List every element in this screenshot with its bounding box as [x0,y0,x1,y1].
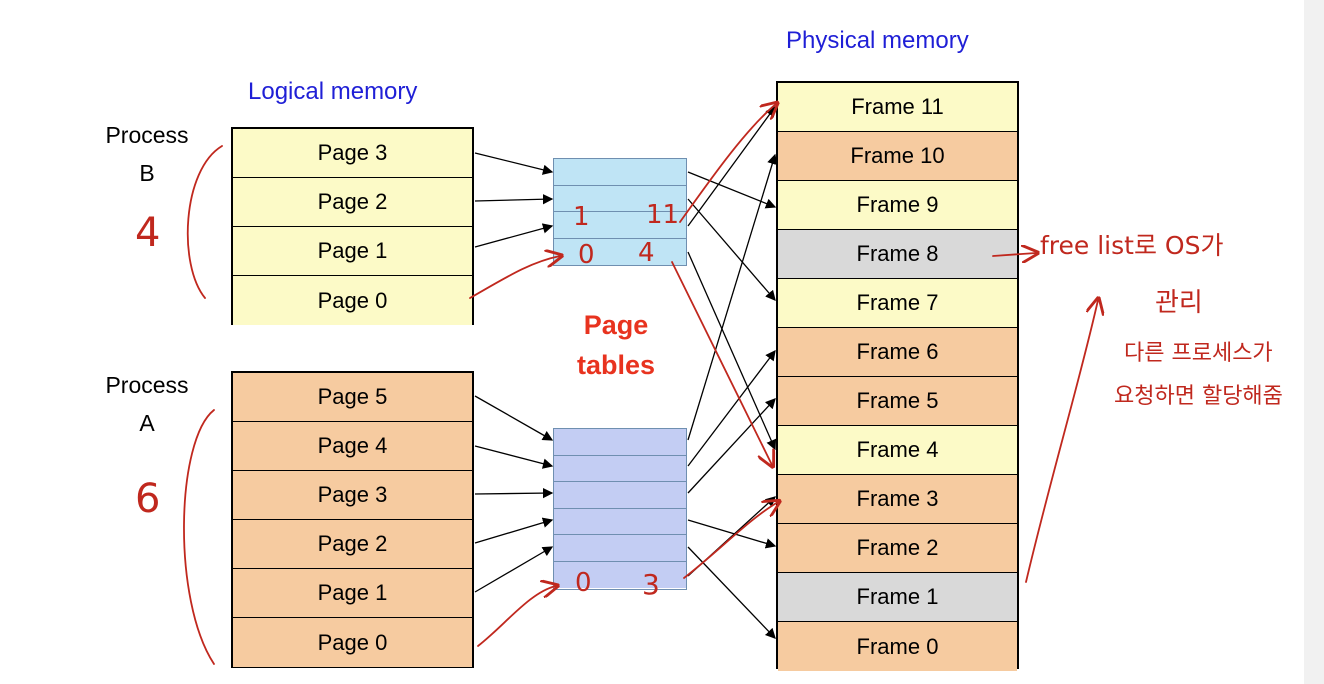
bracket-a [183,409,215,665]
red-arrow-b-to-frame11 [679,104,776,223]
b-row0-annotation: 0 [578,240,595,270]
process-b-label: Process B [92,116,202,192]
physical-frame-8: Frame 3 [778,475,1017,524]
process-a-page-table-row-5 [554,561,686,588]
arrow-apt-to-frame2 [687,519,777,549]
note-line4: 요청하면 할당해줌 [1114,384,1283,409]
arrow-a-page1 [474,546,554,593]
physical-frame-3: Frame 8 [778,230,1017,279]
process-b-page-1: Page 2 [233,178,472,227]
process-a-page-0: Page 5 [233,373,472,422]
process-b-page-3: Page 0 [233,276,472,325]
arrow-b-page2 [474,194,554,205]
bracket-b [186,145,223,299]
arrow-bpt-to-frame11 [687,105,776,227]
process-a-label-line1: Process [105,372,189,398]
physical-frame-4: Frame 7 [778,279,1017,328]
arrow-bpt-to-frame9 [687,171,777,209]
arrow-bpt-to-frame4 [687,251,777,451]
process-b-page-table-row-3 [554,238,686,265]
arrow-apt-to-frame6 [687,349,776,467]
arrow-apt-to-frame10 [687,153,778,441]
red-arrow-a-page0 [477,586,556,647]
note-line3: 다른 프로세스가 [1124,341,1273,366]
process-b-label-line1: Process [105,122,189,148]
physical-frame-1: Frame 10 [778,132,1017,181]
physical-frame-0: Frame 11 [778,83,1017,132]
physical-memory-title: Physical memory [786,27,969,54]
process-b-page-table-row-2 [554,212,686,239]
process-b-page-table-row-1 [554,185,686,212]
process-a-page-5: Page 0 [233,618,472,667]
count-b-annotation: 4 [135,210,161,256]
logical-memory-title: Logical memory [248,78,418,105]
physical-frame-7: Frame 4 [778,426,1017,475]
process-a-page-table-row-0 [554,429,686,456]
red-arrow-up [1025,300,1098,583]
physical-frame-5: Frame 6 [778,328,1017,377]
process-b-page-table-row-0 [554,159,686,186]
process-b-page-0: Page 3 [233,129,472,178]
physical-frame-9: Frame 2 [778,524,1017,573]
red-arrow-b-to-frame4 [671,261,772,465]
process-b-label-line2: B [139,160,155,186]
b-row1-frame-annotation: 11 [646,200,680,230]
arrow-a-page4 [474,445,554,469]
process-a-page-2: Page 3 [233,471,472,520]
note-line2: 관리 [1155,288,1203,318]
red-arrow-a-to-frame3 [683,502,778,579]
process-b-page-table [553,158,687,266]
b-row1-annotation: 1 [573,202,590,232]
process-a-page-4: Page 1 [233,569,472,618]
process-a-page-1: Page 4 [233,422,472,471]
red-arrow-frame8 [992,253,1036,256]
note-line1: free list로 OS가 [1040,231,1224,260]
page-tables-label-line1: Page [583,310,649,340]
arrow-apt-to-frame0 [687,546,776,639]
arrow-a-page3 [474,487,554,499]
process-a-label-line2: A [139,410,155,436]
physical-frame-11: Frame 0 [778,622,1017,671]
page-edge-strip [1304,0,1324,684]
process-a-label: Process A [92,366,202,442]
process-a-page-table-row-1 [554,455,686,482]
arrow-bpt-to-frame7 [687,198,776,301]
process-a-page-table-row-4 [554,535,686,562]
physical-frame-2: Frame 9 [778,181,1017,230]
arrow-a-page5 [474,395,554,441]
arrow-apt-to-frame5 [687,398,776,494]
a-row0-frame-annotation: 3 [642,568,660,601]
page-tables-label: Page tables [556,305,676,385]
process-b-page-2: Page 1 [233,227,472,276]
arrow-b-page3 [474,152,554,175]
process-a-page-table-row-3 [554,508,686,535]
arrow-b-page1 [474,223,554,248]
physical-frame-10: Frame 1 [778,573,1017,622]
a-row0-annotation: 0 [575,568,592,598]
physical-frame-6: Frame 5 [778,377,1017,426]
count-a-annotation: 6 [135,476,161,522]
process-a-page-table-row-2 [554,482,686,509]
red-arrow-b-page0 [469,256,560,299]
b-row0-frame-annotation: 4 [638,238,655,268]
process-a-page-table [553,428,687,590]
arrow-a-page2 [474,517,554,544]
page-tables-label-line2: tables [576,350,656,380]
process-a-page-3: Page 2 [233,520,472,569]
